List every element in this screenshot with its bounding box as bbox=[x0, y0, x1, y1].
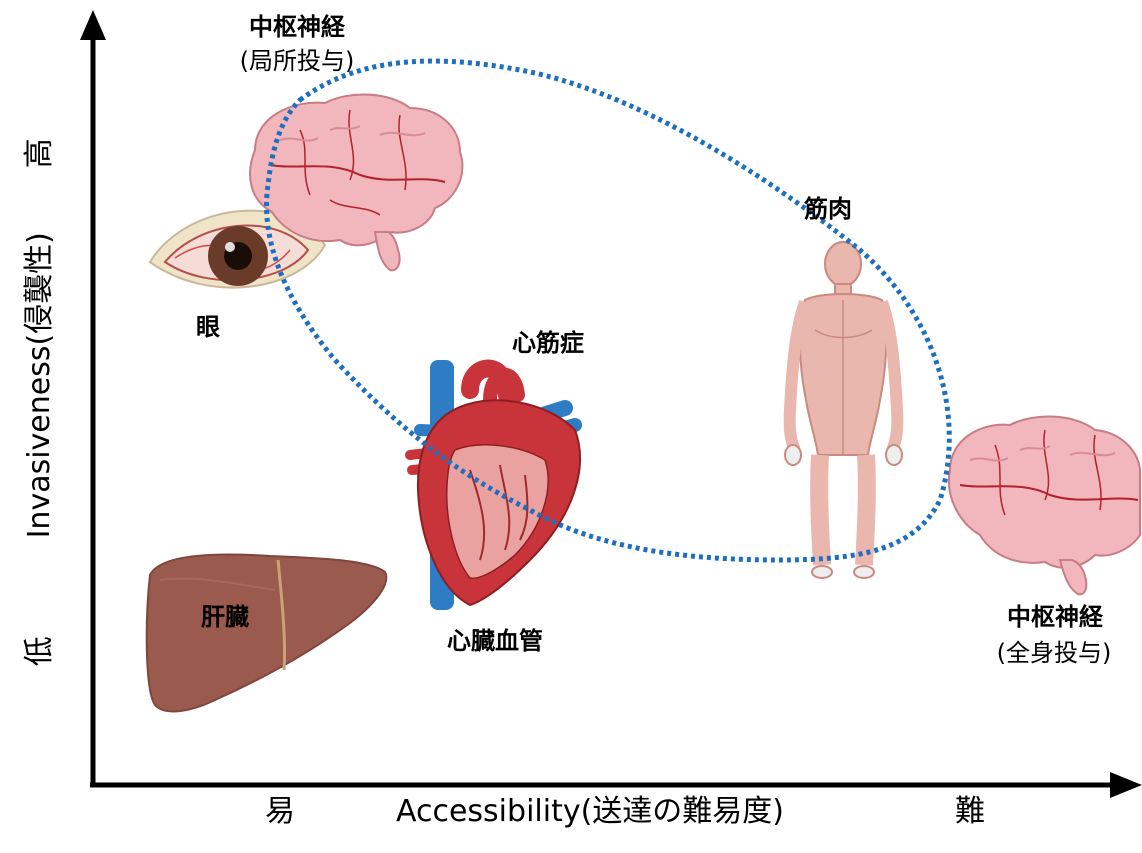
y-axis-high-label: 高 bbox=[21, 138, 57, 169]
muscle-label: 筋肉 bbox=[804, 195, 852, 223]
cns-systemic-title: 中枢神経 bbox=[1007, 603, 1103, 631]
cardiomyopathy-label: 心筋症 bbox=[512, 329, 584, 357]
x-axis-low-label: 易 bbox=[265, 794, 295, 829]
x-axis-title: Accessibility(送達の難易度) bbox=[395, 794, 784, 829]
cns-systemic-subtitle: (全身投与) bbox=[996, 639, 1112, 667]
cns-local-title: 中枢神経 bbox=[249, 13, 345, 41]
brain-icon bbox=[249, 93, 464, 272]
human-body-icon bbox=[783, 241, 904, 579]
cns-local-subtitle: (局所投与) bbox=[239, 47, 355, 75]
heart-icon bbox=[405, 359, 582, 610]
cardiovascular-label: 心臓血管 bbox=[447, 627, 543, 655]
liver-icon bbox=[145, 553, 388, 713]
y-axis-low-label: 低 bbox=[21, 636, 57, 667]
dotted-region bbox=[264, 58, 952, 563]
brain-icon bbox=[948, 415, 1141, 596]
y-axis-title: Invasiveness(侵襲性) bbox=[21, 232, 57, 539]
y-axis-line bbox=[80, 10, 106, 785]
x-axis-line bbox=[90, 772, 1142, 798]
x-axis-high-label: 難 bbox=[955, 794, 985, 829]
eye-icon bbox=[148, 209, 327, 289]
eye-label: 眼 bbox=[196, 313, 220, 341]
liver-label: 肝臓 bbox=[201, 603, 249, 631]
